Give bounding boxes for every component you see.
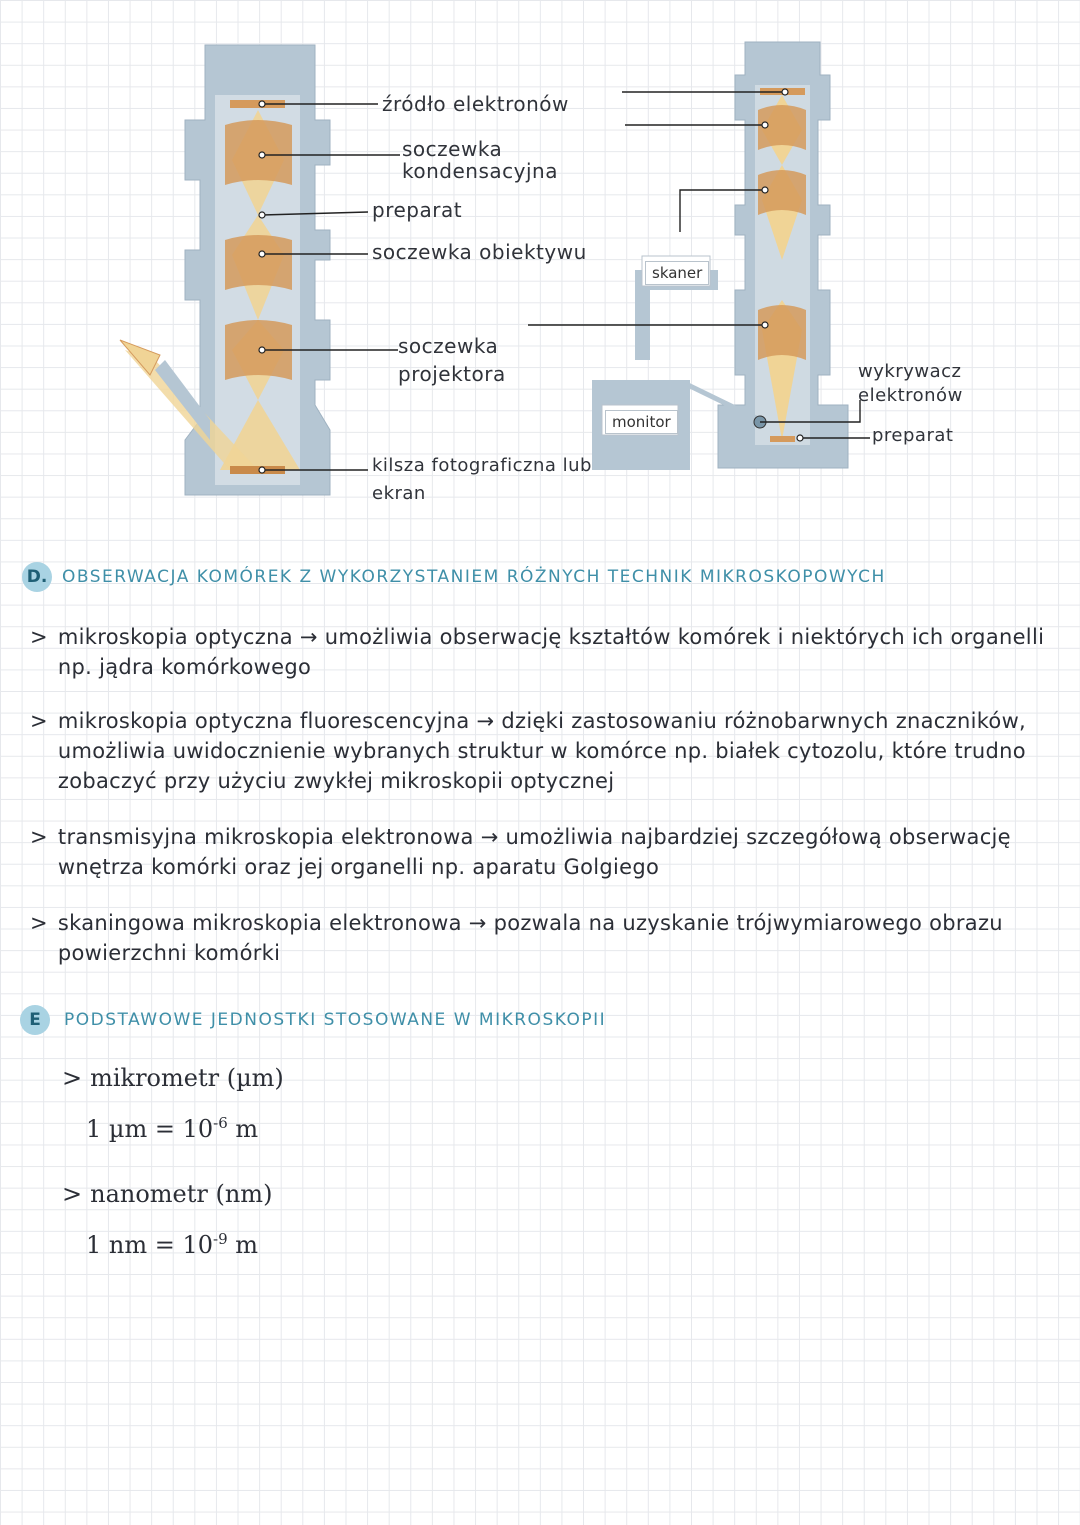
- label-scanner: skaner: [645, 261, 710, 285]
- list-item: > skaningowa mikroskopia elektronowa → p…: [30, 908, 1060, 968]
- formula-base: 1 µm = 10: [86, 1115, 214, 1143]
- sem-leader-dots: [761, 88, 804, 442]
- unit-name: mikrometr (µm): [90, 1064, 284, 1092]
- unit-name-row: > nanometr (nm): [62, 1180, 272, 1208]
- formula-exponent: -9: [213, 1230, 228, 1248]
- section-d-list: > mikroskopia optyczna → umożliwia obser…: [30, 622, 1060, 968]
- formula-exponent: -6: [213, 1114, 228, 1132]
- label-electron-source: źródło elektronów: [382, 92, 569, 116]
- section-e-badge: E: [20, 1005, 50, 1035]
- formula-unit: m: [227, 1115, 259, 1143]
- section-e-title: PODSTAWOWE JEDNOSTKI STOSOWANE W MIKROSK…: [64, 1010, 607, 1030]
- list-item-text: mikroskopia optyczna fluorescencyjna → d…: [57, 709, 1027, 793]
- unit-nanometer: > nanometr (nm) 1 nm = 10-9 m: [62, 1180, 272, 1259]
- bullet-marker: >: [62, 1180, 83, 1208]
- label-photo-plate: kilsza fotograficzna lub ekran: [372, 455, 592, 504]
- tem-side-port: [119, 339, 210, 440]
- list-item: > mikroskopia optyczna → umożliwia obser…: [30, 622, 1060, 682]
- tem-leader-lines: [261, 103, 400, 471]
- label-specimen-sem: preparat: [872, 425, 954, 446]
- bullet-marker: >: [30, 825, 48, 849]
- bullet-marker: >: [62, 1064, 83, 1092]
- list-item-text: mikroskopia optyczna → umożliwia obserwa…: [57, 625, 1045, 679]
- list-item-text: transmisyjna mikroskopia elektronowa → u…: [57, 825, 1011, 879]
- unit-formula: 1 nm = 10-9 m: [86, 1230, 272, 1259]
- list-item-text: skaningowa mikroskopia elektronowa → poz…: [57, 911, 1003, 965]
- unit-name: nanometr (nm): [90, 1180, 273, 1208]
- section-d-badge: D.: [22, 562, 52, 592]
- bullet-marker: >: [30, 911, 48, 935]
- unit-name-row: > mikrometr (µm): [62, 1064, 284, 1092]
- tem-diagram: [119, 44, 400, 496]
- section-e-heading: E PODSTAWOWE JEDNOSTKI STOSOWANE W MIKRO…: [20, 1005, 606, 1035]
- label-objective-lens: soczewka obiektywu: [372, 240, 587, 264]
- label-monitor: monitor: [605, 410, 678, 434]
- sem-leader-lines: [528, 91, 870, 439]
- label-electron-detector: wykrywacz elektronów: [858, 361, 963, 406]
- formula-base: 1 nm = 10: [86, 1231, 214, 1259]
- list-item: > transmisyjna mikroskopia elektronowa →…: [30, 822, 1060, 882]
- formula-unit: m: [227, 1231, 259, 1259]
- list-item: > mikroskopia optyczna fluorescencyjna →…: [30, 706, 1060, 796]
- section-d-title: OBSERWACJA KOMÓREK Z WYKORZYSTANIEM RÓŻN…: [62, 567, 886, 587]
- unit-micrometer: > mikrometr (µm) 1 µm = 10-6 m: [62, 1064, 284, 1143]
- label-projector-lens: soczewka projektora: [398, 334, 506, 386]
- tem-leader-dots: [258, 100, 266, 474]
- bullet-marker: >: [30, 625, 48, 649]
- section-d-heading: D. OBSERWACJA KOMÓREK Z WYKORZYSTANIEM R…: [22, 562, 886, 592]
- bullet-marker: >: [30, 709, 48, 733]
- label-condenser-lens: soczewka kondensacyjna: [402, 137, 558, 183]
- unit-formula: 1 µm = 10-6 m: [86, 1114, 284, 1143]
- label-specimen-tem: preparat: [372, 198, 463, 222]
